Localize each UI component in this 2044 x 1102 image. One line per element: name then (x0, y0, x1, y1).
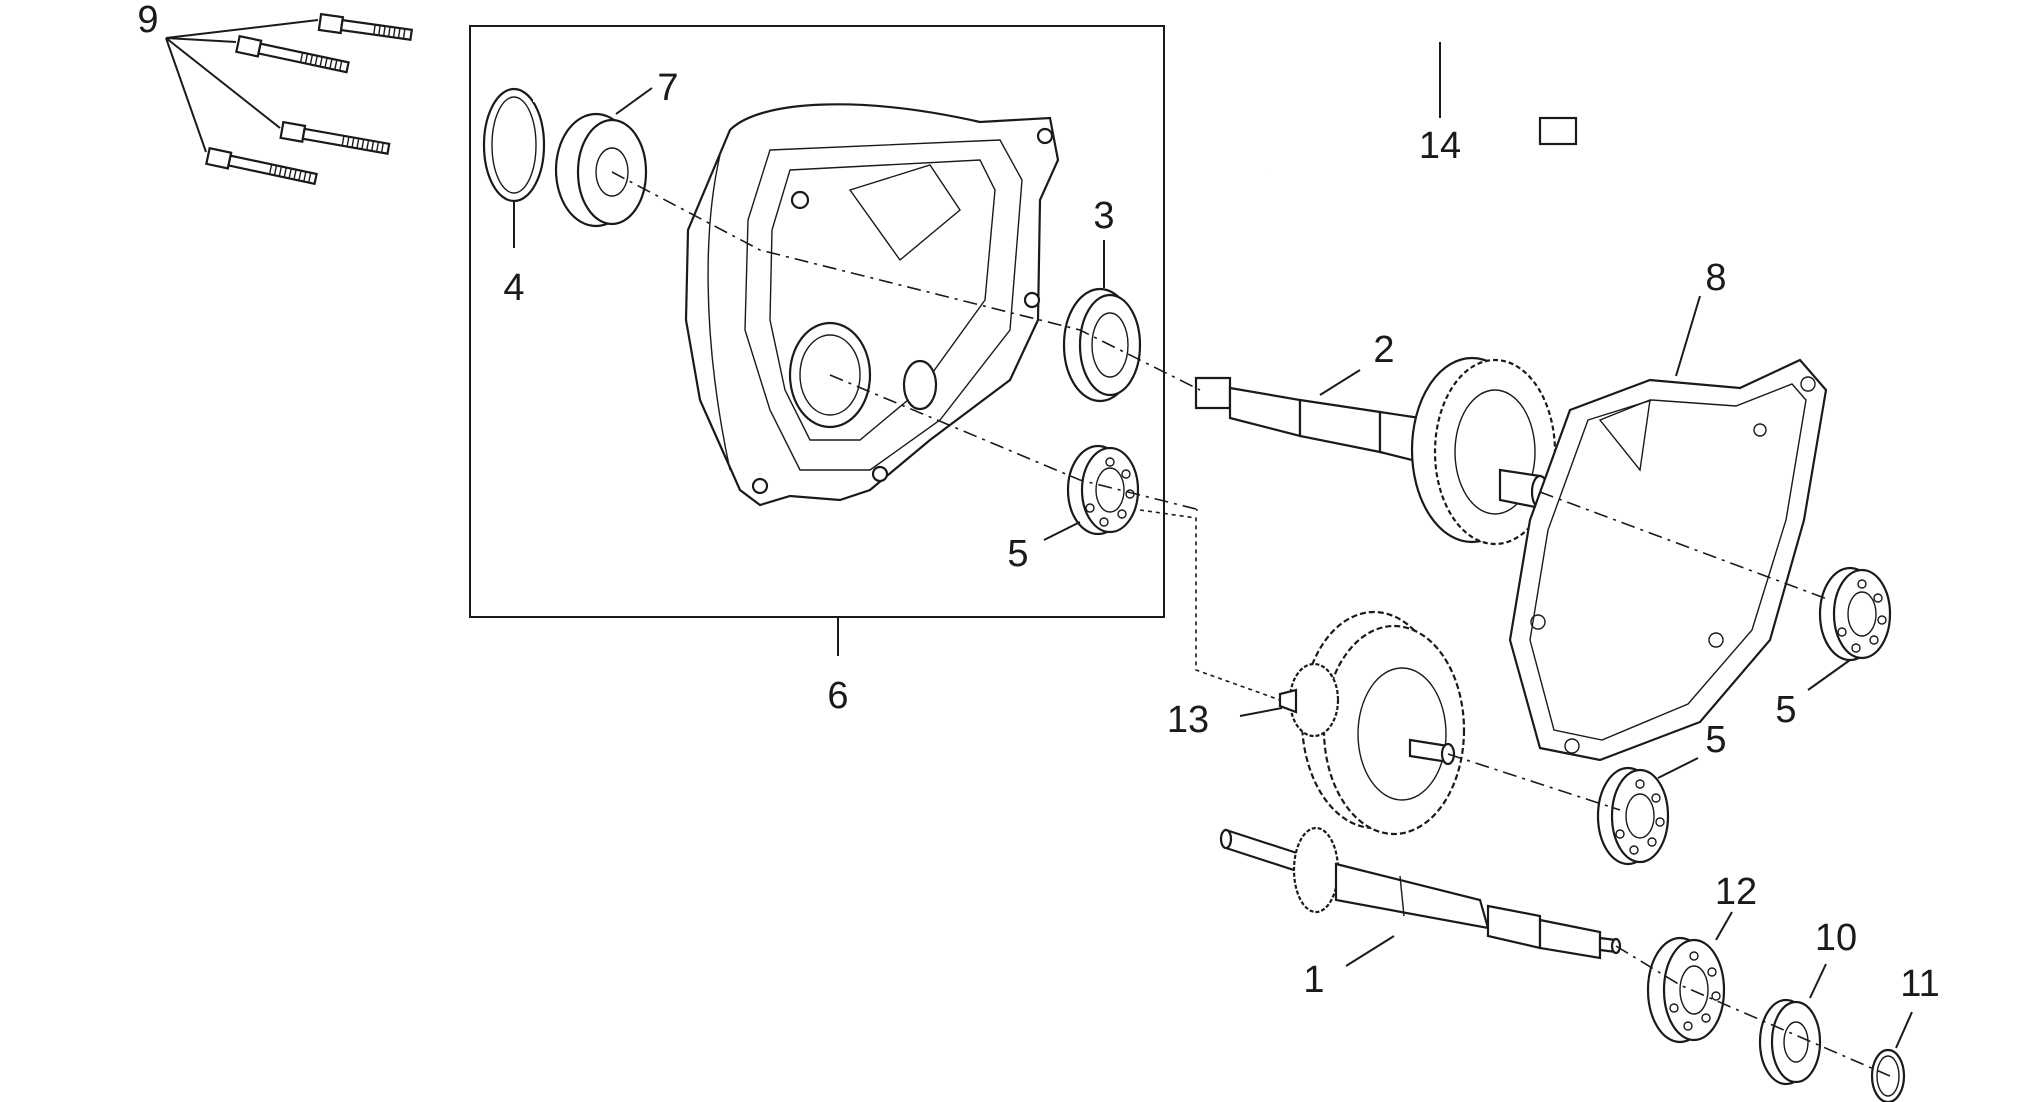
leader-10 (1809, 963, 1827, 999)
bolt-group (205, 12, 414, 186)
axis-lines (611, 171, 1891, 1077)
bearing-7 (554, 112, 648, 228)
leader-12 (1715, 911, 1733, 941)
callout-3: 3 (1093, 195, 1114, 237)
bolt (279, 120, 391, 155)
seal-10 (1758, 998, 1822, 1086)
oil-seal-3 (1062, 287, 1142, 403)
sensor-wire-14 (1265, 37, 1578, 171)
circlip-4 (482, 87, 549, 203)
gasket-8 (1508, 358, 1828, 762)
leader-5c (1657, 757, 1699, 779)
bearing-5b (1818, 566, 1892, 662)
callout-1: 1 (1303, 959, 1324, 1001)
callout-11: 11 (1900, 963, 1939, 1005)
leader-5b (1807, 659, 1851, 691)
callout-7: 7 (657, 67, 678, 109)
bearing-5c (1596, 766, 1670, 866)
leader-2 (1319, 369, 1361, 396)
callout-14: 14 (1419, 125, 1461, 167)
leader-5a (1043, 521, 1081, 541)
bearing-5a (1066, 444, 1140, 536)
callout-13: 13 (1167, 699, 1209, 741)
leader-8 (1675, 295, 1701, 377)
leader-1 (1345, 935, 1395, 967)
callout-8: 8 (1705, 257, 1726, 299)
bolt (235, 34, 350, 74)
bolt (205, 146, 318, 186)
leader-13 (1239, 707, 1283, 717)
intermediate-gear-13 (1278, 610, 1466, 836)
callout-10: 10 (1815, 917, 1857, 959)
gear-shaft-2 (1194, 356, 1557, 546)
callout-9: 9 (137, 0, 158, 41)
bearing-12 (1646, 936, 1726, 1044)
assembly-box (469, 25, 1165, 618)
callout-5c: 5 (1705, 719, 1726, 761)
bolt (317, 12, 414, 41)
leader-11 (1895, 1011, 1913, 1049)
callout-4: 4 (503, 267, 524, 309)
gear-housing (684, 103, 1060, 507)
callout-5a: 5 (1007, 533, 1028, 575)
primary-shaft-1 (1219, 826, 1622, 960)
callout-12: 12 (1715, 871, 1757, 913)
callout-6: 6 (827, 675, 848, 717)
callout-5b: 5 (1775, 689, 1796, 731)
leader-7 (615, 87, 653, 115)
leader-9 (165, 19, 319, 153)
callout-2: 2 (1373, 329, 1394, 371)
